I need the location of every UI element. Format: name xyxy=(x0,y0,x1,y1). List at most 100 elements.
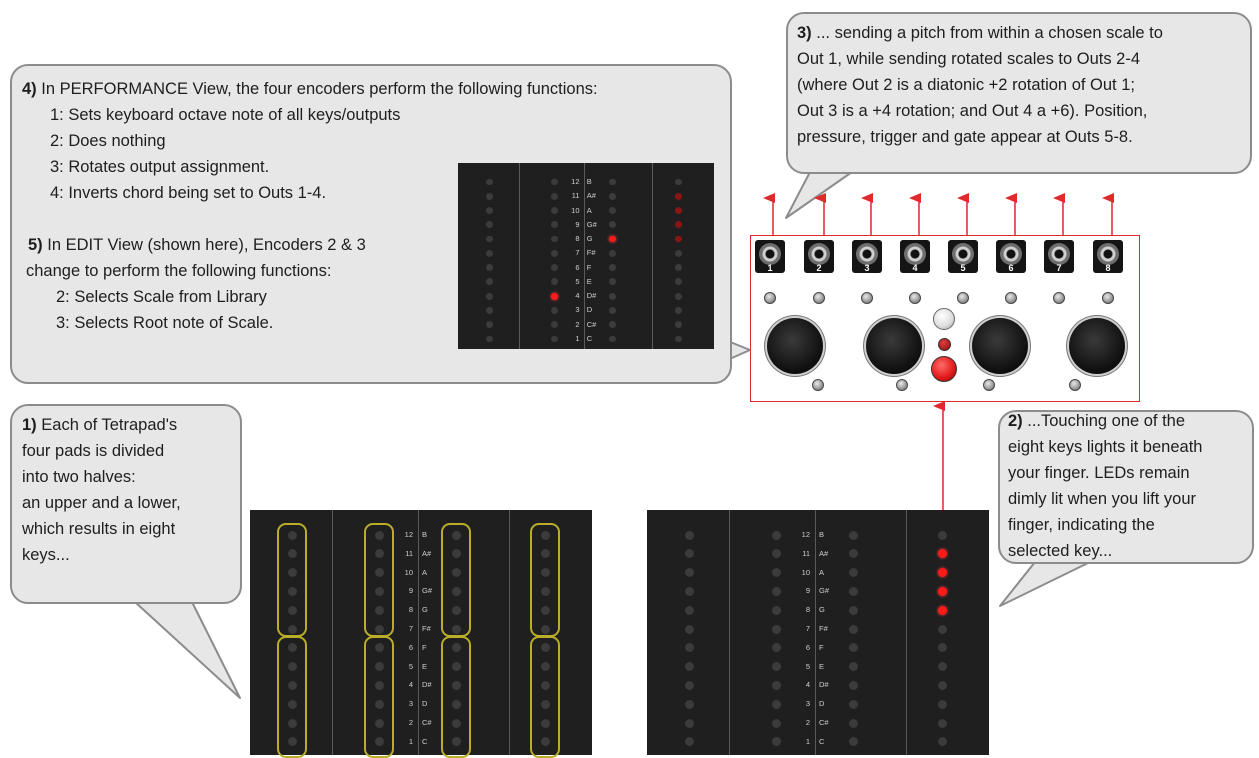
pad-led xyxy=(675,292,683,300)
edit-encoder-3-function: 3: Selects Root note of Scale. xyxy=(56,314,274,332)
pad-led xyxy=(937,643,947,653)
pad-led xyxy=(937,699,947,709)
mode-button-white[interactable] xyxy=(933,308,955,330)
pad-led xyxy=(451,549,461,559)
pad-led xyxy=(848,662,858,672)
scale-note-name: D xyxy=(422,699,428,709)
output-jack-2[interactable]: 2 xyxy=(804,240,834,273)
output-jack-6[interactable]: 6 xyxy=(996,240,1026,273)
pad-led xyxy=(551,321,558,329)
pad-led xyxy=(451,718,461,728)
output-led-1 xyxy=(764,292,776,304)
scale-degree-number: 9 xyxy=(575,219,580,229)
output-jack-3[interactable]: 3 xyxy=(852,240,882,273)
pad-led xyxy=(771,699,781,709)
output-jack-4[interactable]: 4 xyxy=(900,240,930,273)
pad-led xyxy=(551,249,558,257)
scale-note-name: A# xyxy=(422,548,432,558)
callout-1 xyxy=(10,404,242,604)
output-jack-label: 4 xyxy=(912,263,918,273)
scale-note-name: F# xyxy=(819,624,828,633)
pad-led xyxy=(684,718,694,728)
scale-degree-number: 8 xyxy=(805,605,810,615)
pad-led xyxy=(675,264,683,272)
pad-led xyxy=(540,699,550,709)
scale-degree-number: 8 xyxy=(575,234,580,244)
encoder-2-knob[interactable] xyxy=(866,318,922,374)
pad-led xyxy=(451,643,461,653)
pad-led xyxy=(374,549,384,559)
output-led-7 xyxy=(1053,292,1065,304)
scale-degree-number: 1 xyxy=(408,736,413,746)
pad-led xyxy=(451,680,461,690)
output-jack-8[interactable]: 8 xyxy=(1093,240,1123,273)
output-led-3 xyxy=(861,292,873,304)
pad-led xyxy=(287,586,297,596)
lower-key-outline xyxy=(277,635,307,758)
pad-led xyxy=(848,605,858,615)
output-jack-5[interactable]: 5 xyxy=(948,240,978,273)
pad-led xyxy=(608,321,616,329)
pad-led xyxy=(848,568,858,578)
scale-degree-number: 6 xyxy=(805,642,810,652)
upper-key-outline xyxy=(277,523,307,637)
output-jack-7[interactable]: 7 xyxy=(1044,240,1074,273)
pad-led xyxy=(374,624,384,634)
pad-led xyxy=(848,586,858,596)
pad-led xyxy=(684,605,694,615)
scale-degree-number: 11 xyxy=(405,548,413,558)
pad-led xyxy=(451,586,461,596)
scale-degree-number: 8 xyxy=(408,605,413,615)
output-led-5 xyxy=(957,292,969,304)
pad-led xyxy=(540,549,550,559)
pad-led xyxy=(937,549,947,559)
pad-led xyxy=(848,549,858,559)
encoder-4-knob[interactable] xyxy=(1069,318,1125,374)
pad-led xyxy=(287,718,297,728)
pad-led xyxy=(675,307,683,314)
pad-divider xyxy=(509,510,510,755)
scale-note-name: C xyxy=(819,736,825,746)
output-led-4 xyxy=(909,292,921,304)
pad-led xyxy=(451,605,461,615)
pad-led xyxy=(551,264,558,272)
pad-led xyxy=(675,249,683,257)
pad-led xyxy=(937,718,947,728)
scale-degree-number: 2 xyxy=(805,718,810,727)
pad-led xyxy=(771,568,781,578)
scale-degree-number: 12 xyxy=(801,530,810,539)
callout-1-text: 1) Each of Tetrapad's four pads is divid… xyxy=(22,416,181,564)
lower-key-outline xyxy=(364,635,394,758)
pad-led xyxy=(937,568,947,578)
scale-degree-number: 11 xyxy=(802,548,810,558)
pad-led xyxy=(287,530,297,540)
pad-led xyxy=(771,624,781,634)
pad-led xyxy=(608,292,616,300)
scale-degree-number: 5 xyxy=(408,661,413,671)
pad-led xyxy=(848,737,858,747)
encoder-3-knob[interactable] xyxy=(972,318,1028,374)
pad-led xyxy=(374,605,384,615)
scale-degree-number: 4 xyxy=(805,680,810,690)
scale-note-name: F# xyxy=(422,624,431,633)
scale-degree-number: 3 xyxy=(805,699,810,709)
scale-note-name: G# xyxy=(422,586,433,596)
pad-led xyxy=(608,192,616,200)
pad-led xyxy=(540,737,550,747)
status-button-red[interactable] xyxy=(931,356,957,382)
pad-led xyxy=(675,335,683,343)
pad-led xyxy=(486,292,493,300)
pad-led xyxy=(551,335,558,343)
pad-led xyxy=(540,662,550,672)
encoder-1-knob[interactable] xyxy=(767,318,823,374)
pad-led xyxy=(540,680,550,690)
bubble-tail-3 xyxy=(785,171,853,219)
encoder-1-led xyxy=(812,379,824,391)
jack-socket-icon xyxy=(1000,243,1022,265)
scale-note-name: A# xyxy=(586,191,596,201)
pad-led xyxy=(486,321,493,329)
scale-note-name: A xyxy=(819,567,825,577)
output-jack-1[interactable]: 1 xyxy=(755,240,785,273)
